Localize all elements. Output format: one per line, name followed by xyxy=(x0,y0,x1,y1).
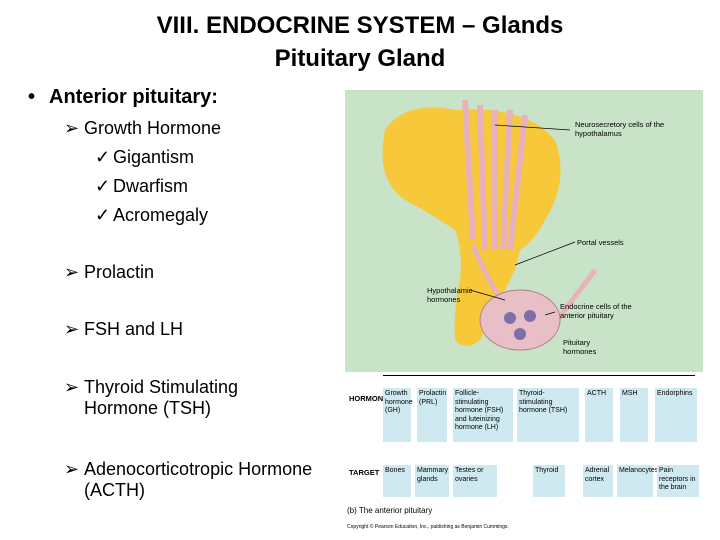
pituitary-illustration xyxy=(382,99,597,351)
bullet-prolactin: ➢Prolactin xyxy=(64,262,155,282)
target-box-mammary: Mammary glands xyxy=(415,465,449,497)
target-box-bones: Bones xyxy=(383,465,411,497)
bullet-fsh-lh: ➢FSH and LH xyxy=(64,319,184,339)
arrow-bullet-icon: ➢ xyxy=(64,262,80,282)
arrow-bullet-icon: ➢ xyxy=(64,319,80,339)
target-box-melanocytes: Melanocytes xyxy=(617,465,658,497)
target-box-gonads: Testes or ovaries xyxy=(453,465,497,497)
arrow-bullet-icon: ➢ xyxy=(64,377,80,397)
label-hypothalamic: Hypothalamic hormones xyxy=(427,286,473,304)
check-icon: ✓ xyxy=(95,176,111,196)
arrow-bullet-icon: ➢ xyxy=(64,118,80,138)
hormone-box-tsh: Thyroid-stimulating hormone (TSH) xyxy=(517,388,579,442)
main-bullet: • Anterior pituitary: xyxy=(28,86,218,109)
figure-caption: (b) The anterior pituitary xyxy=(347,506,433,515)
hormone-box-msh: MSH xyxy=(620,388,648,442)
slide-title-line1: VIII. ENDOCRINE SYSTEM – Glands xyxy=(156,12,564,39)
figure-green-panel: Neurosecretory cells of the hypothalamus… xyxy=(345,90,703,372)
hormone-header: HORMONE xyxy=(349,394,389,403)
sub-bullet-dwarfism: ✓Dwarfism xyxy=(95,176,188,196)
label-endocrine: Endocrine cells of the anterior pituitar… xyxy=(560,302,632,320)
label-portal-vessels: Portal vessels xyxy=(577,238,624,247)
bullet-growth-hormone: ➢Growth Hormone xyxy=(64,118,222,138)
sub-bullet-gigantism: ✓Gigantism xyxy=(95,147,195,167)
sub-bullet-acromegaly: ✓Acromegaly xyxy=(95,205,209,225)
main-bullet-text: Anterior pituitary: xyxy=(49,86,218,108)
figure-copyright: Copyright © Pearson Education, Inc., pub… xyxy=(347,524,509,530)
slide-title-line2: Pituitary Gland xyxy=(274,45,446,72)
target-box-adrenal: Adrenal cortex xyxy=(583,465,613,497)
target-header: TARGET xyxy=(349,468,380,477)
bullet-dot-icon: • xyxy=(28,86,36,108)
hormone-box-gh: Growth hormone (GH) xyxy=(383,388,413,442)
label-pituitary-hormones: Pituitary hormones xyxy=(563,338,597,356)
connector-line xyxy=(383,375,695,376)
hormone-box-fsh-lh: Follicle-stimulating hormone (FSH) and l… xyxy=(453,388,513,442)
hormone-box-prl: Prolactin (PRL) xyxy=(417,388,447,442)
check-icon: ✓ xyxy=(95,147,111,167)
pituitary-figure: Neurosecretory cells of the hypothalamus… xyxy=(345,90,703,538)
label-neurosecretory: Neurosecretory cells of the hypothalamus xyxy=(575,120,665,138)
hormone-box-endorphins: Endorphins xyxy=(655,388,697,442)
check-icon: ✓ xyxy=(95,205,111,225)
hormone-box-acth: ACTH xyxy=(585,388,613,442)
target-box-thyroid: Thyroid xyxy=(533,465,565,497)
target-box-pain: Pain receptors in the brain xyxy=(657,465,699,497)
bullet-acth: ➢Adenocorticotropic Hormone(ACTH) xyxy=(64,459,313,500)
arrow-bullet-icon: ➢ xyxy=(64,459,80,479)
